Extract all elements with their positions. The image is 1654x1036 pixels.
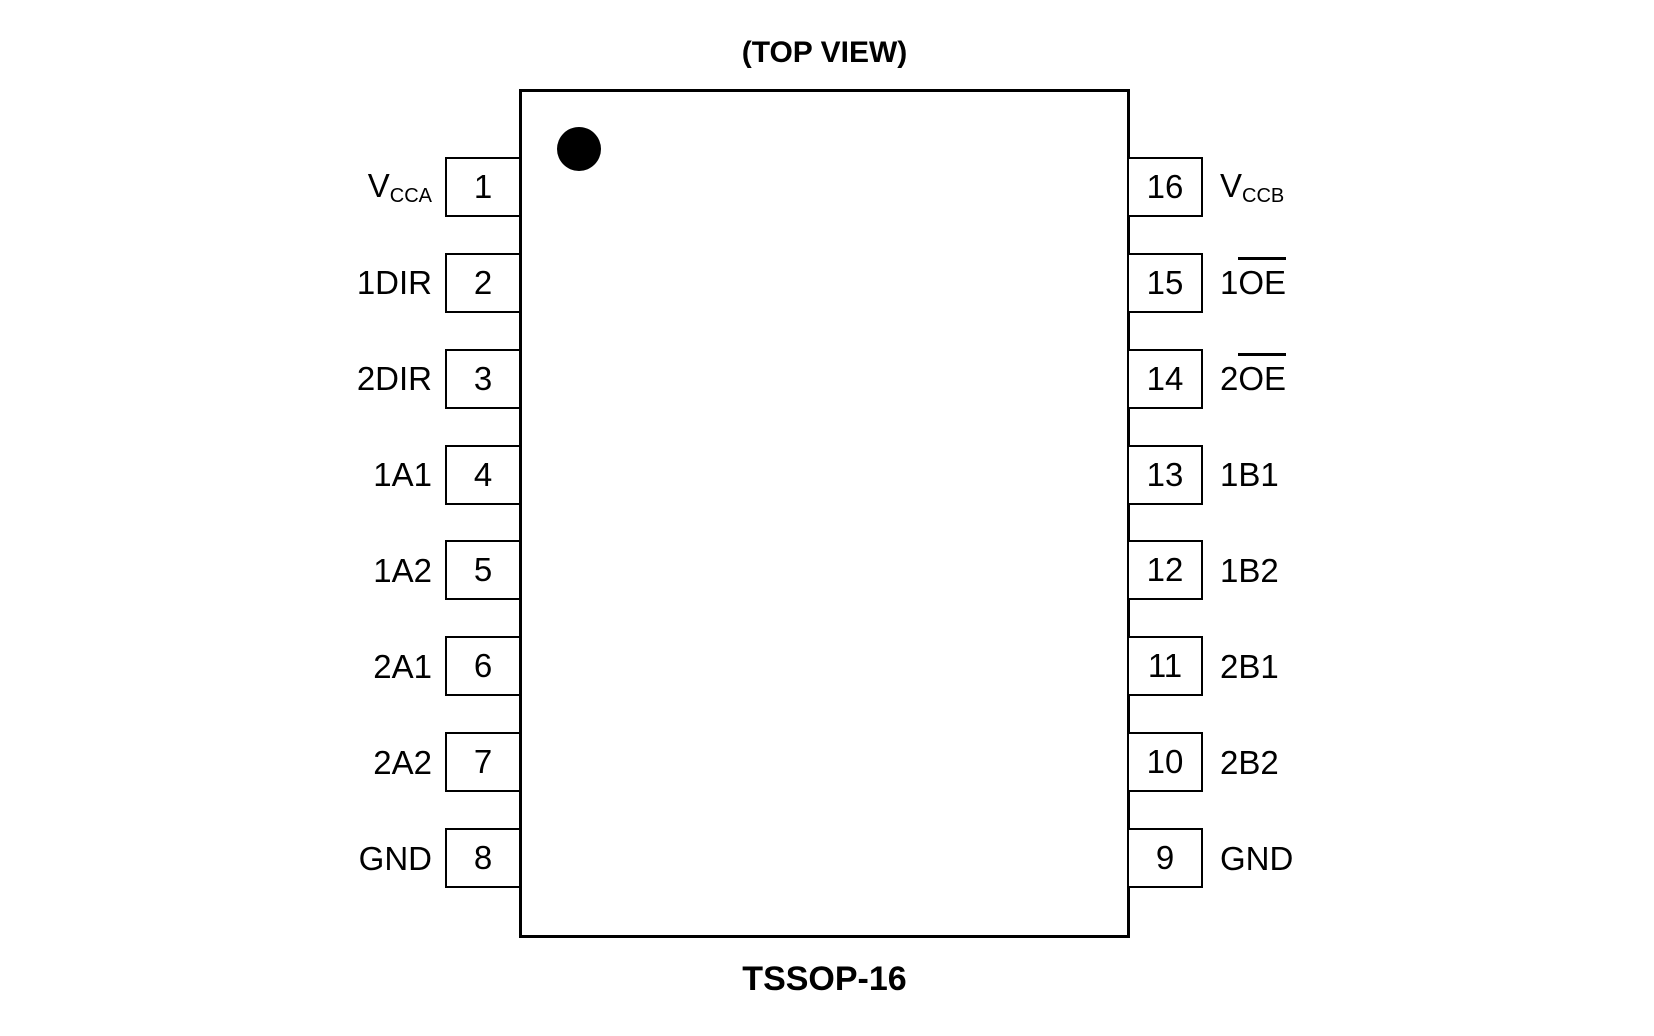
subscript-text: CCB [1242,184,1285,207]
pin-box-6: 6 [445,636,521,697]
label-text: 1DIR [356,264,432,302]
pin-label-3: 2DIR [357,362,432,395]
pin-label-12: 1B2 [1220,554,1279,587]
pin-label-7: 2A2 [373,746,432,779]
label-text: 1 [1220,264,1239,302]
pin-label-1: VCCA [368,169,432,206]
package-label: TSSOP-16 [742,960,907,998]
pin-row-2: 1DIR 2 [0,252,521,313]
pin-row-15: 15 1OE [1127,252,1557,313]
pin-label-14: 2OE [1220,353,1287,398]
pin-box-10: 10 [1127,732,1203,793]
pin-number-14: 14 [1146,359,1184,397]
pin-label-4: 1A1 [373,458,432,491]
pin-row-5: 1A2 5 [0,540,521,601]
pin-label-15: 1OE [1220,257,1287,302]
label-text: 2A2 [373,743,432,781]
pin-row-3: 2DIR 3 [0,348,521,409]
pin-number-16: 16 [1146,168,1184,205]
pin-box-15: 15 [1127,252,1203,313]
pin-row-10: 10 2B2 [1127,732,1557,793]
pin-number-6: 6 [473,647,493,685]
pin-number-12: 12 [1146,551,1184,589]
label-text: V [367,166,390,204]
pin-label-6: 2A1 [373,650,432,683]
pin-label-13: 1B1 [1220,458,1279,491]
label-text: GND [1220,839,1294,877]
pin-number-2: 2 [473,263,493,301]
pin-number-11: 11 [1147,647,1183,685]
pin-number-1: 1 [473,168,493,205]
label-text: 2DIR [356,360,432,398]
pin-box-5: 5 [445,540,521,601]
pin-row-9: 9 GND [1127,828,1557,889]
pin-label-16: VCCB [1220,169,1284,206]
pin-box-1: 1 [445,157,521,217]
label-text: 2A1 [373,647,432,685]
pin-row-16: 16 VCCB [1127,157,1557,217]
label-text: 2B2 [1220,743,1279,781]
label-text: 2 [1220,360,1239,398]
pin-number-10: 10 [1146,743,1184,781]
label-text: 1B2 [1220,551,1279,589]
pin-row-13: 13 1B1 [1127,444,1557,505]
pin-number-9: 9 [1155,839,1175,877]
pin-number-13: 13 [1146,455,1184,493]
pin-box-4: 4 [445,444,521,505]
label-text: V [1220,166,1243,204]
label-text: 1B1 [1220,456,1279,494]
pin-row-1: VCCA 1 [0,157,521,217]
overline-signal-text: OE [1238,257,1287,302]
label-text: 1A2 [373,551,432,589]
chip-body [519,89,1130,938]
pin-label-2: 1DIR [357,266,432,299]
pin-number-3: 3 [473,359,493,397]
pin-row-4: 1A1 4 [0,444,521,505]
pin-box-13: 13 [1127,444,1203,505]
pin-box-12: 12 [1127,540,1203,601]
pin-number-5: 5 [473,551,493,589]
pin-number-4: 4 [473,455,493,493]
pin-box-16: 16 [1127,157,1203,217]
pin-row-7: 2A2 7 [0,732,521,793]
subscript-text: CCA [389,184,432,207]
pin-box-3: 3 [445,348,521,409]
pin-number-7: 7 [473,743,493,781]
pin-number-8: 8 [473,839,493,877]
pin-box-7: 7 [445,732,521,793]
pin-row-12: 12 1B2 [1127,540,1557,601]
pin-row-11: 11 2B1 [1127,636,1557,697]
pin-label-10: 2B2 [1220,746,1279,779]
pin-label-9: GND [1220,842,1293,875]
pin-box-14: 14 [1127,348,1203,409]
pin1-indicator-dot [557,127,601,171]
label-text: 2B1 [1220,647,1279,685]
pin-box-2: 2 [445,252,521,313]
pin-row-8: GND 8 [0,828,521,889]
pin-box-8: 8 [445,828,521,889]
label-text: 1A1 [373,456,432,494]
label-text: GND [358,839,432,877]
overline-signal-text: OE [1238,353,1287,398]
pin-box-9: 9 [1127,828,1203,889]
pin-label-8: GND [359,842,432,875]
diagram-title: (TOP VIEW) [741,36,908,69]
pin-number-15: 15 [1146,263,1184,301]
pin-row-14: 14 2OE [1127,348,1557,409]
pin-box-11: 11 [1127,636,1203,697]
pin-label-5: 1A2 [373,554,432,587]
pin-row-6: 2A1 6 [0,636,521,697]
pin-label-11: 2B1 [1220,650,1279,683]
